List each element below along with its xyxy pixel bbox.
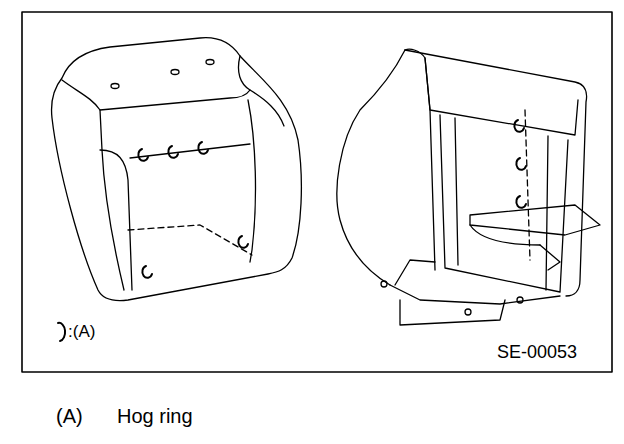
- seat-back-frame: [337, 49, 600, 325]
- seat-back-pad: [51, 38, 301, 301]
- part-name: Hog ring: [117, 406, 193, 426]
- figure-frame: [22, 12, 612, 372]
- hog-ring-symbol: [58, 323, 65, 341]
- callout-letter: (A): [56, 406, 83, 426]
- figure-number: SE-00053: [497, 343, 577, 361]
- legend-key: :(A): [68, 323, 95, 340]
